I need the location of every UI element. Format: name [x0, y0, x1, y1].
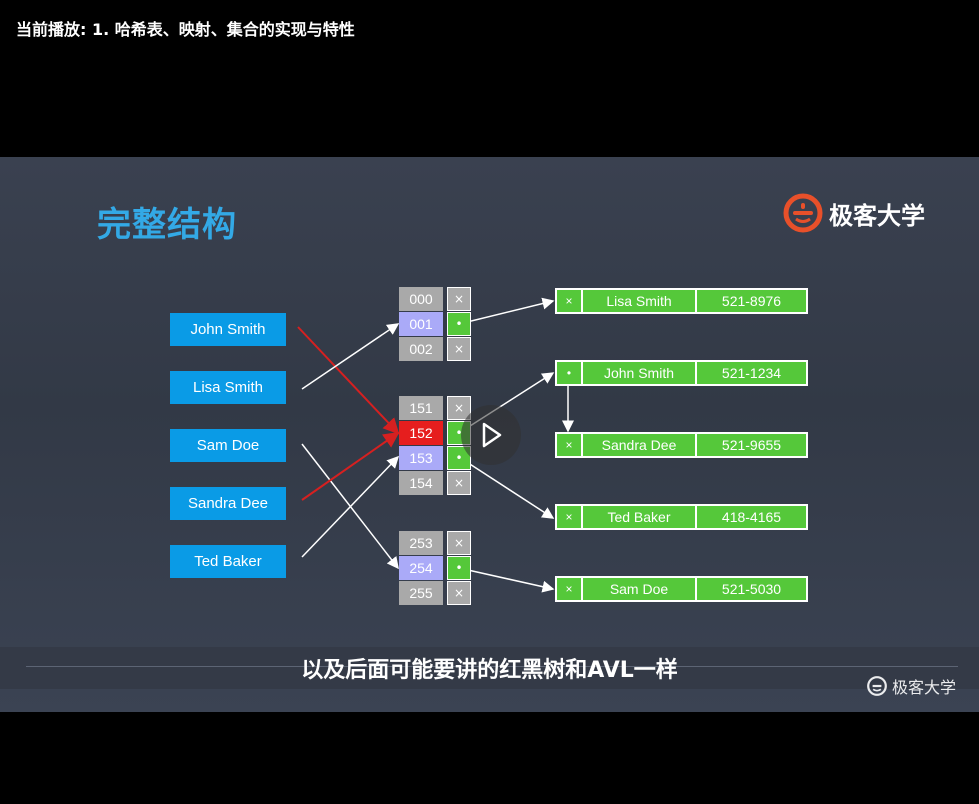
slide-title: 完整结构	[97, 205, 237, 245]
bucket-index: 154	[399, 471, 443, 495]
null-pointer-icon: ×	[447, 287, 471, 311]
entry-sandra-dee: × Sandra Dee 521-9655	[555, 432, 808, 458]
null-pointer-icon: ×	[447, 531, 471, 555]
null-pointer-icon: ×	[447, 581, 471, 605]
bucket-index-collision: 152	[399, 421, 443, 445]
entry-phone: 521-1234	[721, 365, 782, 381]
subtitle-bar	[0, 647, 979, 689]
entry-next-pointer: ×	[557, 290, 583, 312]
geek-logo-icon	[783, 193, 823, 233]
bucket-index: 151	[399, 396, 443, 420]
bucket-index: 254	[399, 556, 443, 580]
entry-next-pointer: •	[557, 362, 583, 384]
brand-logo: 极客大学	[783, 192, 925, 234]
bucket-index: 253	[399, 531, 443, 555]
watermark-logo-icon	[867, 676, 887, 696]
entry-john-smith: • John Smith 521-1234	[555, 360, 808, 386]
play-button[interactable]	[461, 405, 521, 465]
key-sam-doe: Sam Doe	[170, 429, 286, 462]
entry-ted-baker: × Ted Baker 418-4165	[555, 504, 808, 530]
key-john-smith: John Smith	[170, 313, 286, 346]
bucket-index: 000	[399, 287, 443, 311]
entry-name: Sam Doe	[583, 578, 697, 600]
entry-next-pointer: ×	[557, 506, 583, 528]
now-playing-title: 当前播放: 1. 哈希表、映射、集合的实现与特性	[16, 20, 355, 39]
entry-next-pointer: ×	[557, 578, 583, 600]
entry-name: Sandra Dee	[583, 434, 697, 456]
subtitle-text: 以及后面可能要讲的红黑树和AVL一样	[301, 658, 678, 683]
entry-name: Lisa Smith	[583, 290, 697, 312]
bucket-index: 002	[399, 337, 443, 361]
entry-phone: 521-9655	[721, 437, 782, 453]
subtitle-divider	[26, 666, 958, 667]
key-ted-baker: Ted Baker	[170, 545, 286, 578]
entry-sam-doe: × Sam Doe 521-5030	[555, 576, 808, 602]
entry-phone: 521-5030	[721, 581, 782, 597]
entry-phone: 418-4165	[721, 509, 782, 525]
bucket-index: 255	[399, 581, 443, 605]
key-lisa-smith: Lisa Smith	[170, 371, 286, 404]
watermark-text: 极客大学	[892, 678, 957, 697]
bucket-index: 001	[399, 312, 443, 336]
play-icon	[482, 422, 502, 448]
entry-next-pointer: ×	[557, 434, 583, 456]
null-pointer-icon: ×	[447, 471, 471, 495]
null-pointer-icon: ×	[447, 337, 471, 361]
bucket-index: 153	[399, 446, 443, 470]
logo-text: 极客大学	[829, 201, 925, 230]
video-frame[interactable]: 完整结构 极客大学	[0, 157, 979, 712]
link-pointer-icon: •	[447, 312, 471, 336]
watermark: 极客大学	[866, 674, 956, 698]
key-sandra-dee: Sandra Dee	[170, 487, 286, 520]
link-pointer-icon: •	[447, 556, 471, 580]
entry-name: Ted Baker	[583, 506, 697, 528]
entry-lisa-smith: × Lisa Smith 521-8976	[555, 288, 808, 314]
entry-phone: 521-8976	[721, 293, 782, 309]
entry-name: John Smith	[583, 362, 697, 384]
